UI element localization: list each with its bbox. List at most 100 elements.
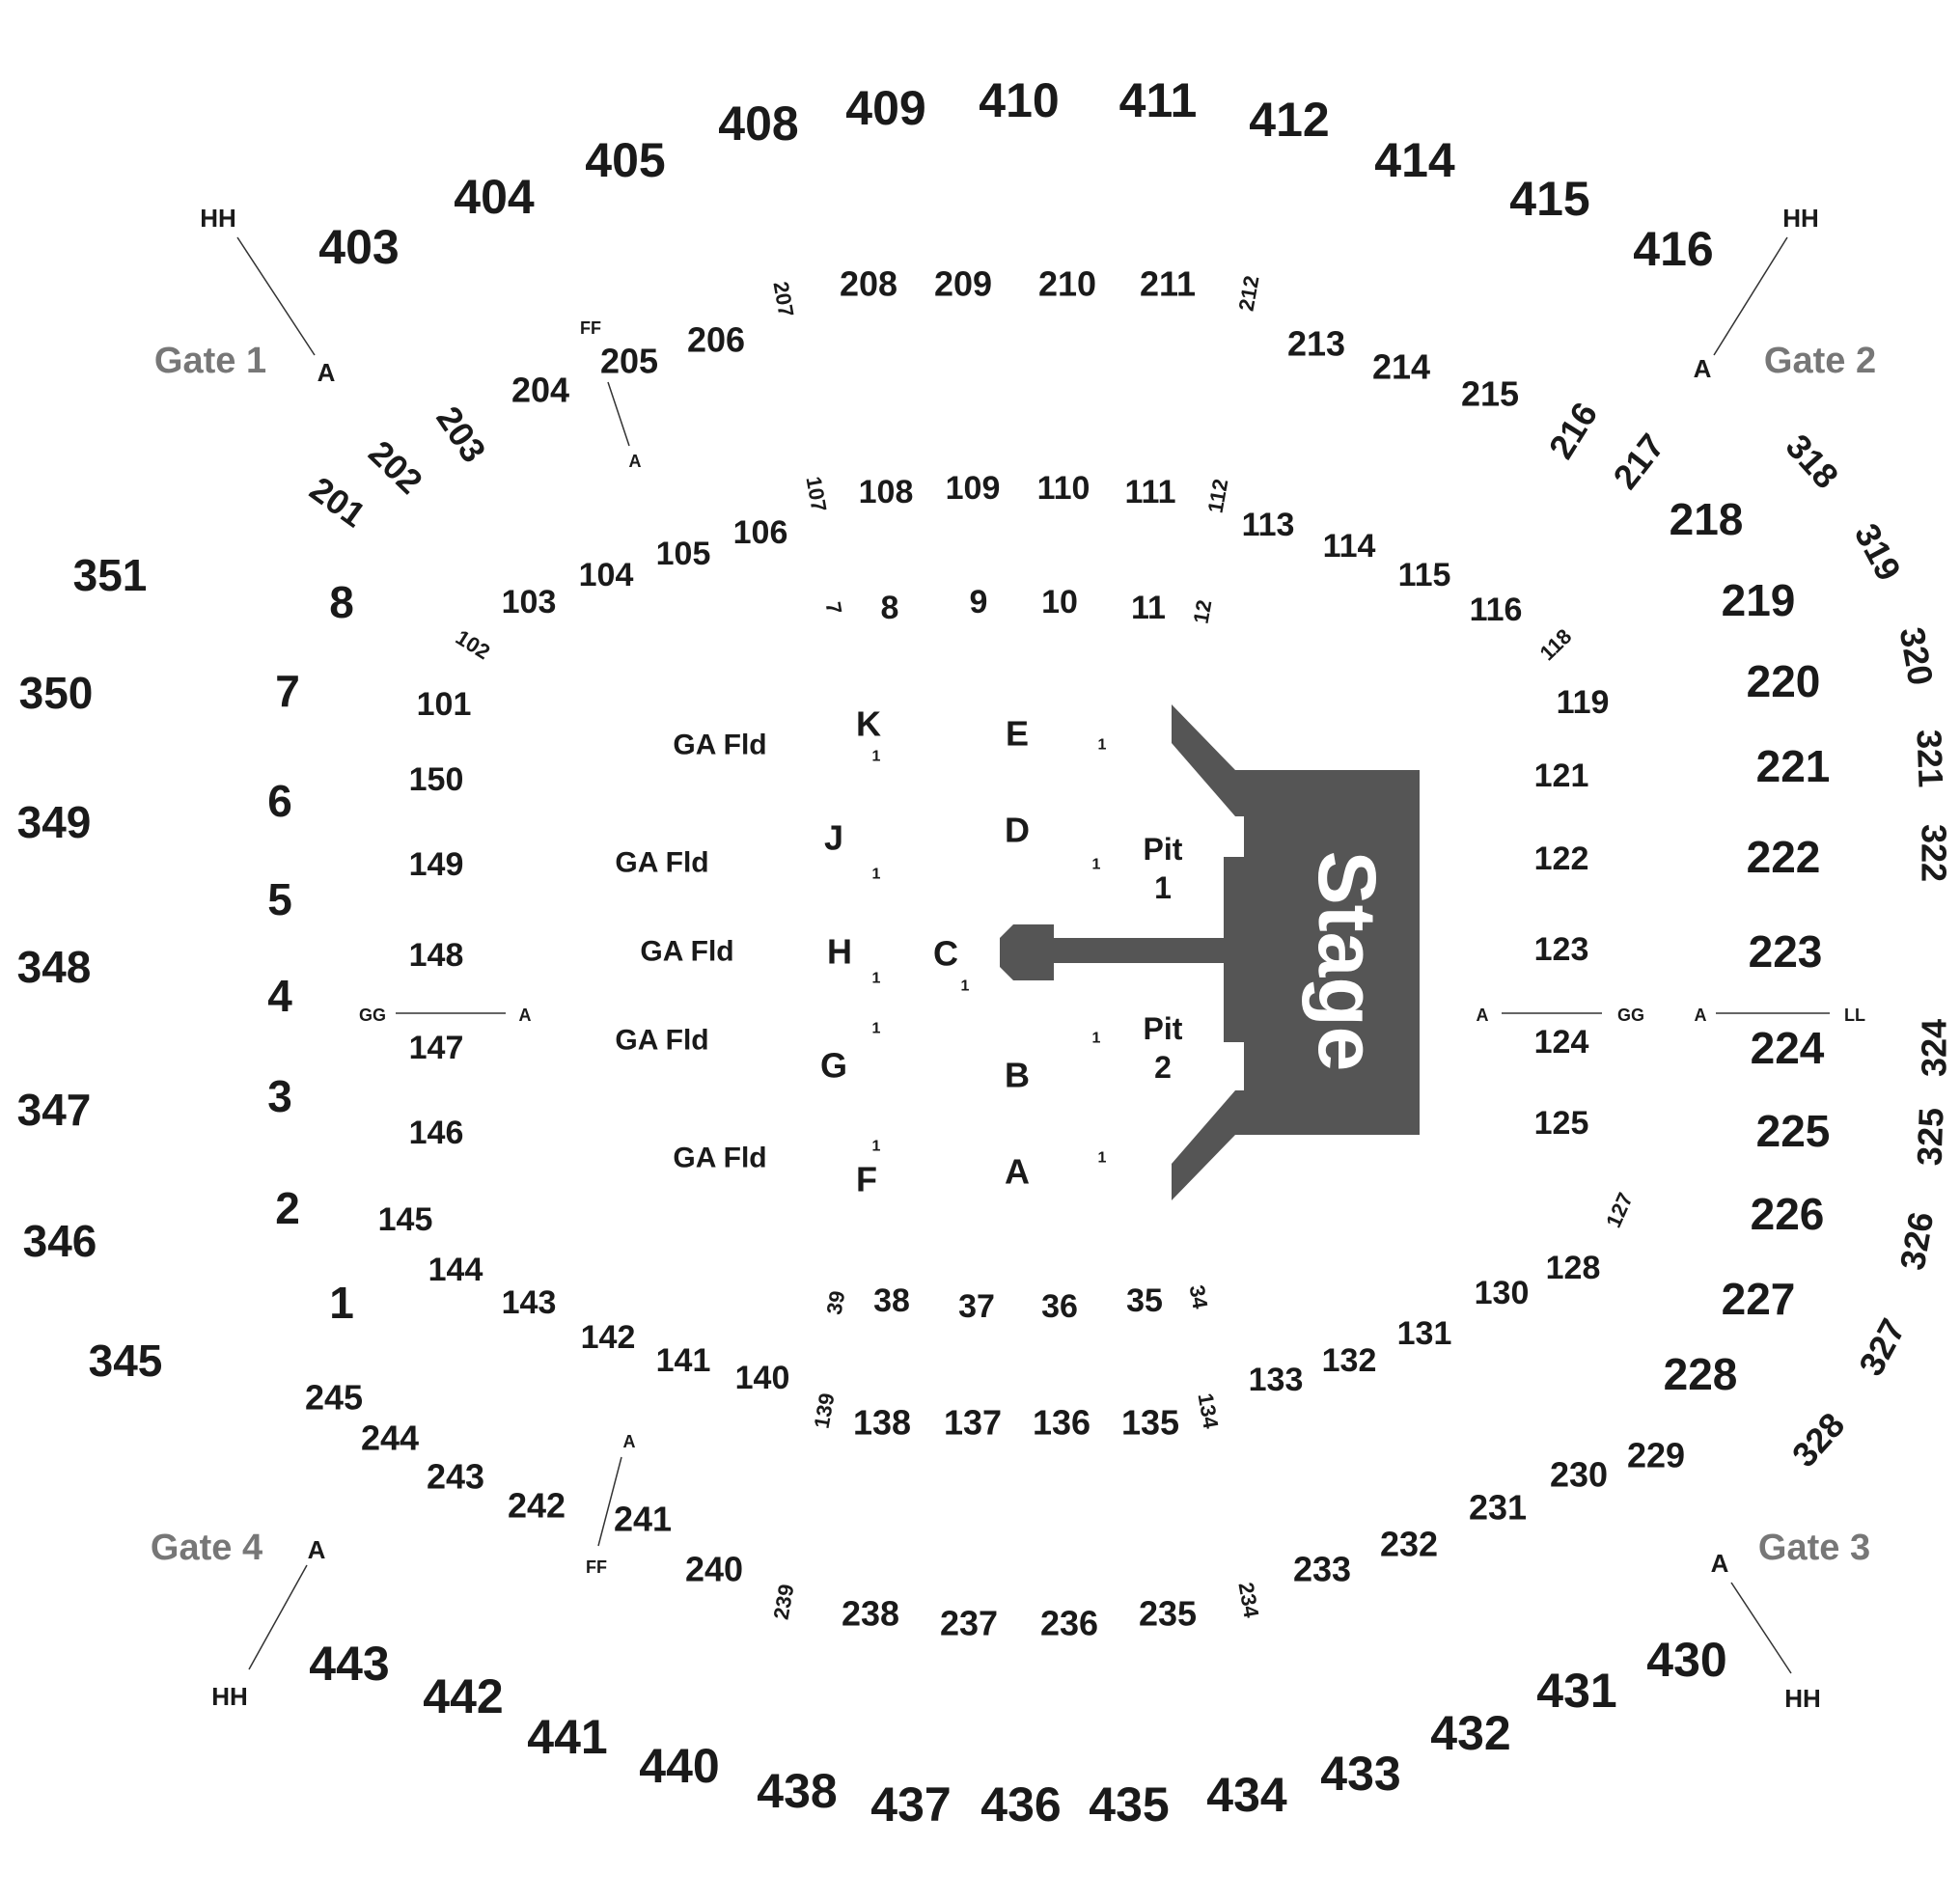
section-e[interactable]: E (1006, 714, 1029, 754)
section-115[interactable]: 115 (1398, 557, 1451, 593)
section-437[interactable]: 437 (870, 1777, 951, 1832)
section-149[interactable]: 149 (409, 846, 464, 883)
section-113[interactable]: 113 (1242, 507, 1295, 543)
section-7-inner[interactable]: 7 (821, 600, 847, 616)
section-235[interactable]: 235 (1139, 1594, 1197, 1634)
section-219[interactable]: 219 (1722, 575, 1796, 625)
section-7[interactable]: 7 (275, 666, 300, 716)
section-130[interactable]: 130 (1475, 1275, 1530, 1311)
section-9[interactable]: 9 (970, 584, 988, 620)
section-147[interactable]: 147 (409, 1030, 464, 1066)
section-133[interactable]: 133 (1249, 1362, 1304, 1398)
section-110[interactable]: 110 (1037, 470, 1090, 507)
section-240[interactable]: 240 (685, 1550, 743, 1589)
section-229[interactable]: 229 (1627, 1436, 1685, 1475)
section-221[interactable]: 221 (1756, 741, 1831, 791)
section-123[interactable]: 123 (1534, 931, 1589, 968)
section-211[interactable]: 211 (1140, 264, 1196, 304)
section-214[interactable]: 214 (1372, 347, 1430, 387)
section-411[interactable]: 411 (1119, 73, 1198, 127)
section-216[interactable]: 216 (1541, 396, 1606, 466)
section-434[interactable]: 434 (1206, 1768, 1287, 1822)
section-433[interactable]: 433 (1320, 1747, 1400, 1801)
section-408[interactable]: 408 (718, 96, 798, 151)
section-38[interactable]: 38 (873, 1282, 910, 1319)
section-137[interactable]: 137 (944, 1403, 1002, 1443)
section-121[interactable]: 121 (1534, 758, 1589, 794)
ga-floor-label[interactable]: GA Fld (673, 730, 766, 761)
ga-floor-label[interactable]: GA Fld (673, 1143, 766, 1174)
section-103[interactable]: 103 (502, 584, 557, 620)
ga-floor-label[interactable]: GA Fld (640, 936, 733, 968)
section-405[interactable]: 405 (585, 133, 665, 187)
section-231[interactable]: 231 (1469, 1488, 1527, 1528)
section-409[interactable]: 409 (845, 81, 925, 135)
section-322[interactable]: 322 (1915, 824, 1954, 882)
section-35[interactable]: 35 (1126, 1282, 1163, 1319)
section-4[interactable]: 4 (267, 971, 292, 1021)
section-203[interactable]: 203 (428, 399, 494, 470)
section-346[interactable]: 346 (23, 1216, 97, 1266)
section-111[interactable]: 111 (1125, 474, 1176, 510)
section-414[interactable]: 414 (1374, 133, 1455, 187)
section-223[interactable]: 223 (1749, 926, 1823, 977)
section-436[interactable]: 436 (980, 1777, 1061, 1832)
section-b[interactable]: B (1005, 1056, 1030, 1095)
section-114[interactable]: 114 (1323, 528, 1376, 565)
section-432[interactable]: 432 (1430, 1706, 1510, 1760)
section-2[interactable]: 2 (275, 1183, 300, 1233)
section-106[interactable]: 106 (733, 514, 788, 551)
section-108[interactable]: 108 (859, 474, 914, 510)
section-226[interactable]: 226 (1751, 1189, 1825, 1239)
section-102[interactable]: 102 (452, 625, 494, 665)
section-11[interactable]: 11 (1131, 590, 1166, 626)
section-349[interactable]: 349 (17, 797, 92, 847)
section-438[interactable]: 438 (757, 1764, 837, 1818)
section-h[interactable]: H (827, 932, 852, 972)
section-237[interactable]: 237 (940, 1604, 998, 1643)
section-39[interactable]: 39 (822, 1289, 850, 1316)
section-319[interactable]: 319 (1847, 517, 1909, 587)
section-101[interactable]: 101 (417, 686, 472, 723)
section-150[interactable]: 150 (409, 761, 464, 798)
section-119[interactable]: 119 (1557, 684, 1610, 721)
section-416[interactable]: 416 (1633, 222, 1713, 276)
section-112[interactable]: 112 (1203, 477, 1233, 514)
section-140[interactable]: 140 (735, 1360, 790, 1396)
section-37[interactable]: 37 (958, 1288, 995, 1325)
section-238[interactable]: 238 (842, 1594, 899, 1634)
section-104[interactable]: 104 (579, 557, 634, 593)
section-241[interactable]: 241 (614, 1500, 672, 1539)
section-321[interactable]: 321 (1909, 729, 1950, 787)
section-109[interactable]: 109 (946, 470, 1001, 507)
section-412[interactable]: 412 (1249, 93, 1329, 147)
section-g[interactable]: G (820, 1046, 847, 1086)
section-141[interactable]: 141 (656, 1342, 711, 1379)
section-230[interactable]: 230 (1550, 1455, 1608, 1495)
section-224[interactable]: 224 (1751, 1023, 1825, 1073)
section-f[interactable]: F (856, 1160, 877, 1199)
section-232[interactable]: 232 (1380, 1525, 1438, 1564)
section-236[interactable]: 236 (1040, 1604, 1098, 1643)
section-138[interactable]: 138 (853, 1403, 911, 1443)
section-204[interactable]: 204 (511, 371, 569, 410)
section-116[interactable]: 116 (1470, 592, 1523, 628)
section-404[interactable]: 404 (454, 170, 535, 224)
section-134[interactable]: 134 (1194, 1391, 1224, 1431)
section-125[interactable]: 125 (1534, 1105, 1589, 1142)
section-410[interactable]: 410 (979, 73, 1059, 127)
section-206[interactable]: 206 (687, 320, 745, 360)
section-415[interactable]: 415 (1509, 172, 1589, 226)
section-443[interactable]: 443 (309, 1637, 389, 1691)
pit-1[interactable]: Pit 1 (1144, 832, 1183, 905)
section-36[interactable]: 36 (1041, 1288, 1078, 1325)
section-441[interactable]: 441 (527, 1710, 607, 1764)
section-228[interactable]: 228 (1664, 1349, 1738, 1399)
section-320[interactable]: 320 (1892, 624, 1942, 688)
section-132[interactable]: 132 (1322, 1342, 1377, 1379)
section-127[interactable]: 127 (1601, 1189, 1638, 1231)
section-202[interactable]: 202 (361, 432, 430, 501)
section-34[interactable]: 34 (1185, 1283, 1213, 1311)
section-220[interactable]: 220 (1747, 656, 1821, 706)
section-139[interactable]: 139 (810, 1391, 840, 1431)
